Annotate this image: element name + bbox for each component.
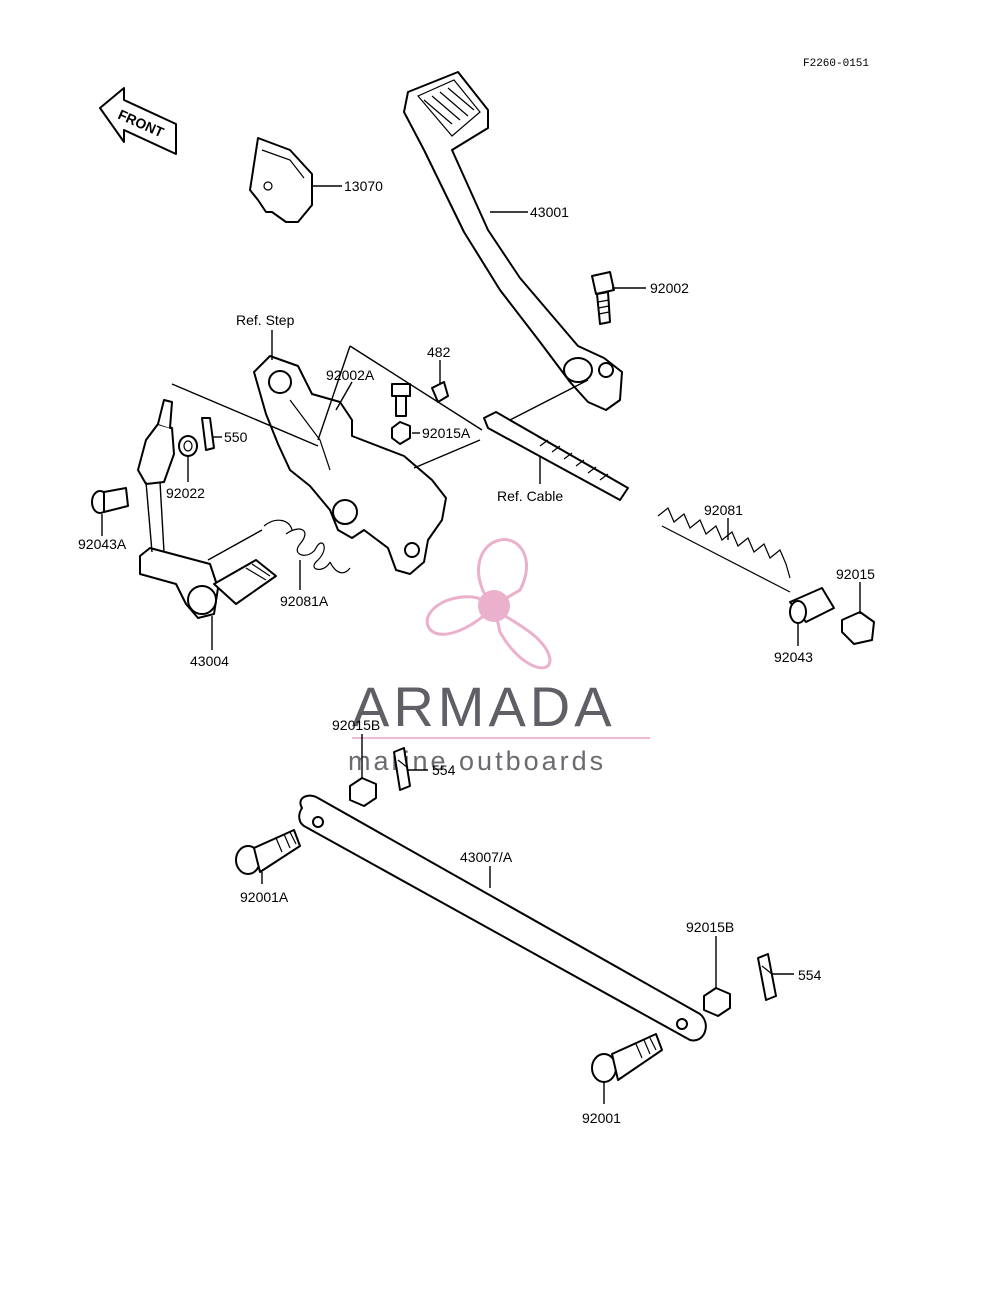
- part-43004-shaft-lever: [139, 547, 277, 619]
- part-92081A-spring: [263, 519, 351, 574]
- watermark-tagline: marine outboards: [348, 746, 606, 776]
- callout-92015: 92015: [836, 566, 875, 582]
- part-92015-nut: [841, 611, 875, 645]
- propeller-logo-icon: [425, 538, 552, 670]
- callout-13070: 13070: [344, 178, 383, 194]
- part-92015B-nut-bottom: [703, 987, 731, 1017]
- callout-43007A: 43007/A: [460, 849, 513, 865]
- callout-92043A: 92043A: [78, 536, 127, 552]
- callout-43004: 43004: [190, 653, 229, 669]
- part-550-pin: [201, 417, 215, 451]
- callout-ref-cable: Ref. Cable: [497, 488, 563, 504]
- callout-92015B-bottom: 92015B: [686, 919, 734, 935]
- part-43007A-rod: [298, 794, 707, 1042]
- front-arrow-icon: FRONT: [99, 87, 177, 155]
- callout-92002: 92002: [650, 280, 689, 296]
- part-92001-bolt: [591, 1033, 663, 1083]
- part-92001A-bolt: [235, 829, 301, 875]
- watermark-brand: ARMADA: [352, 675, 616, 738]
- part-43001-brake-pedal: [403, 71, 623, 411]
- callout-554-bottom: 554: [798, 967, 822, 983]
- callout-92001A: 92001A: [240, 889, 289, 905]
- callout-92001: 92001: [582, 1110, 621, 1126]
- part-92015A-nut: [391, 421, 411, 445]
- callout-550: 550: [224, 429, 248, 445]
- cable-end-fitting: [137, 399, 175, 485]
- callout-482: 482: [427, 344, 451, 360]
- part-92043A-pin: [91, 487, 129, 514]
- callout-92015A: 92015A: [422, 425, 471, 441]
- callout-92022: 92022: [166, 485, 205, 501]
- callout-92002A: 92002A: [326, 367, 375, 383]
- callout-554-top: 554: [432, 762, 456, 778]
- armada-watermark: ARMADA marine outboards: [348, 538, 650, 776]
- diagram-code: F2260-0151: [803, 58, 869, 70]
- part-92043-joint: [789, 587, 835, 624]
- part-92002A-bolt: [391, 383, 411, 417]
- callout-92043: 92043: [774, 649, 813, 665]
- part-92002-bolt: [591, 271, 615, 325]
- part-554-clip-bottom: [757, 953, 777, 1001]
- part-92081-spring: [657, 507, 791, 593]
- callout-ref-step: Ref. Step: [236, 312, 295, 328]
- ref-cable-rod: [483, 411, 629, 501]
- callout-43001: 43001: [530, 204, 569, 220]
- part-13070-guard: [249, 137, 313, 223]
- part-92015B-nut-top: [349, 777, 377, 807]
- callout-92015B-top: 92015B: [332, 717, 380, 733]
- part-92022-washer: [178, 435, 198, 457]
- callout-92081A: 92081A: [280, 593, 329, 609]
- part-554-clip-top: [393, 747, 411, 791]
- callout-92081: 92081: [704, 502, 743, 518]
